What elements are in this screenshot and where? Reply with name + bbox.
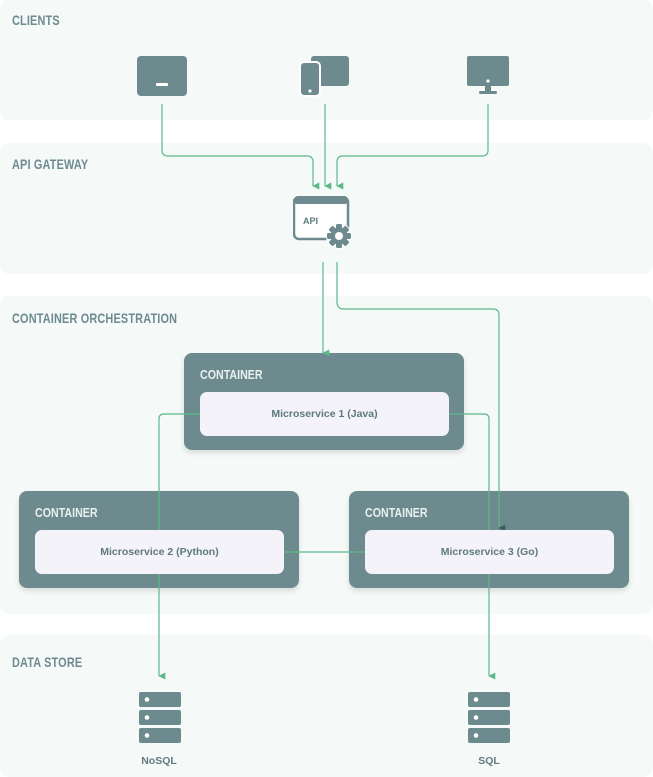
database-server-icon [139, 692, 181, 743]
orchestration-layer-title: CONTAINER ORCHESTRATION [12, 310, 178, 326]
microservice-java: Microservice 1 (Java) [200, 392, 449, 436]
microservice-python: Microservice 2 (Python) [35, 530, 284, 574]
ms1-to-ms2-connector [158, 413, 200, 530]
api-gateway-layer-title: API GATEWAY [12, 156, 89, 172]
terminal-window-icon [137, 56, 187, 96]
client-1-to-gateway-connector [161, 104, 320, 190]
data-store-layer-title: DATA STORE [12, 654, 83, 670]
api-icon-text: API [303, 216, 319, 226]
gateway-to-ms3-connector [336, 262, 506, 532]
data-store-layer [0, 635, 653, 777]
container-label: CONTAINER [35, 505, 98, 520]
nosql-label: NoSQL [141, 755, 177, 767]
desktop-monitor-icon [467, 56, 509, 94]
api-gear-icon: API [293, 196, 357, 250]
container-label: CONTAINER [365, 505, 428, 520]
client-3-to-gateway-connector [336, 104, 489, 190]
mobile-tablet-icon [299, 56, 349, 97]
microservice-go: Microservice 3 (Go) [365, 530, 614, 574]
container-label: CONTAINER [200, 367, 263, 382]
ms1-to-ms3-connector [449, 413, 490, 530]
sql-label: SQL [478, 755, 500, 767]
clients-layer-title: CLIENTS [12, 12, 60, 28]
database-server-icon [468, 692, 510, 743]
